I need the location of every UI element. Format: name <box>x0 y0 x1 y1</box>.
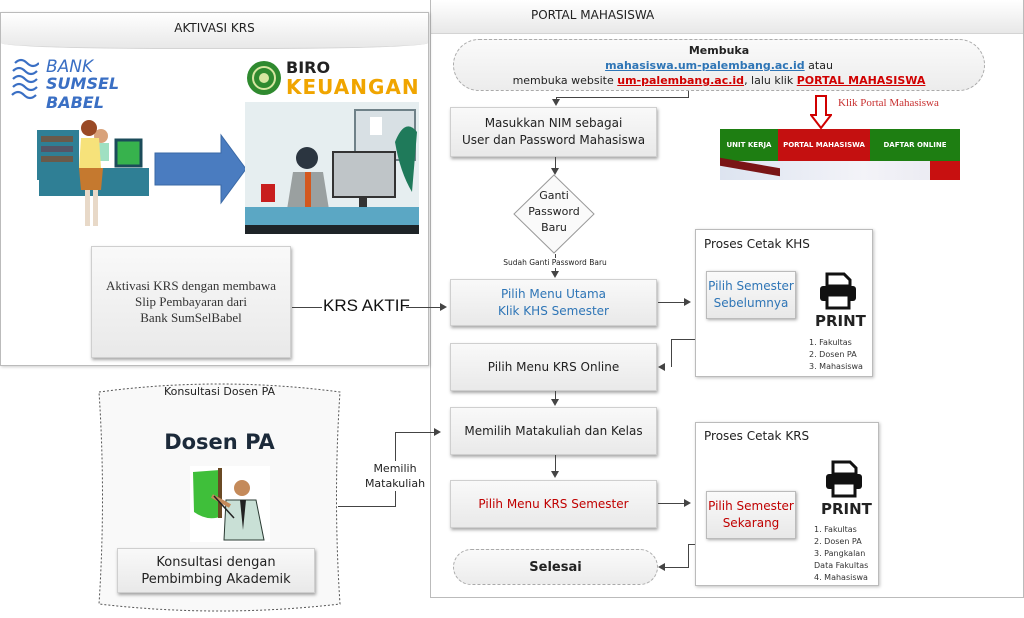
step-krs-online-label: Pilih Menu KRS Online <box>487 359 620 374</box>
choice-khs-line2: Sebelumnya <box>713 296 789 310</box>
start-text-prefix: membuka website <box>512 74 618 87</box>
copy-item: 4. Mahasiswa <box>814 573 868 582</box>
website-menu-bar: UNIT KERJA PORTAL MAHASISWA DAFTAR ONLIN… <box>720 129 960 161</box>
step-aktivasi-krs: Aktivasi KRS dengan membawa Slip Pembaya… <box>91 246 291 358</box>
bank-logo-line1: BANK <box>46 57 94 77</box>
step-khs-line2: Klik KHS Semester <box>498 303 609 318</box>
end-terminal: Selesai <box>453 549 658 585</box>
down-arrow-icon <box>808 95 834 130</box>
university-seal-icon <box>247 61 281 95</box>
copy-item: Data Fakultas <box>814 561 869 570</box>
copy-item: 2. Dosen PA <box>814 537 862 546</box>
decision-yes-label: Sudah Ganti Password Baru <box>503 258 607 267</box>
copy-item: 3. Pangkalan <box>814 549 866 558</box>
bank-wave-icon <box>11 58 39 100</box>
decision-line1: Ganti <box>539 189 569 202</box>
print-label-krs: PRINT <box>821 500 872 518</box>
bank-logo-line2: SUMSEL BABEL <box>46 74 120 112</box>
menu-unit-kerja[interactable]: UNIT KERJA <box>720 129 778 161</box>
start-terminal: Membuka mahasiswa.um-palembang.ac.id ata… <box>453 39 985 91</box>
portal-mahasiswa-link[interactable]: PORTAL MAHASISWA <box>796 74 926 87</box>
printer-icon <box>818 272 858 314</box>
step-khs-semester: Pilih Menu Utama Klik KHS Semester <box>450 279 657 326</box>
portal-panel-title: PORTAL MAHASISWA <box>531 8 655 22</box>
aktivasi-krs-panel: AKTIVASI KRS BANK SUMSEL BABEL BIRO KEUA… <box>0 12 429 366</box>
lecturer-illustration <box>190 466 270 542</box>
decision-line3: Baru <box>541 221 567 234</box>
choice-krs-line2: Sekarang <box>722 516 780 530</box>
konsultasi-dosen-pa-panel: Konsultasi Dosen PA Dosen PA Konsultasi … <box>97 382 342 612</box>
konsultasi-line2: Pembimbing Akademik <box>141 571 291 587</box>
website-banner <box>720 157 960 180</box>
step-krs-semester: Pilih Menu KRS Semester <box>450 480 657 528</box>
step-krs-online: Pilih Menu KRS Online <box>450 343 657 391</box>
print-copies-krs: 1. Fakultas 2. Dosen PA 3. Pangkalan Dat… <box>814 524 868 584</box>
step-pilih-matakuliah: Memilih Matakuliah dan Kelas <box>450 407 657 455</box>
screenshot-hint: Klik Portal Mahasiswa <box>838 97 939 109</box>
flow-arrow-icon <box>153 133 248 205</box>
memilih-matakuliah-label: Memilih Matakuliah <box>360 461 430 491</box>
printer-icon <box>824 460 864 502</box>
aktivasi-panel-header: AKTIVASI KRS <box>1 13 428 49</box>
cetak-krs-panel: Proses Cetak KRS Pilih Semester Sekarang… <box>695 422 879 586</box>
krs-aktif-label: KRS AKTIF <box>323 296 410 315</box>
choice-khs-line1: Pilih Semester <box>708 279 794 293</box>
step-login: Masukkan NIM sebagai User dan Password M… <box>450 107 657 157</box>
print-copies-khs: 1. Fakultas 2. Dosen PA 3. Mahasiswa <box>809 337 863 373</box>
website-link[interactable]: um-palembang.ac.id <box>617 74 745 87</box>
step-login-line2: User dan Password Mahasiswa <box>461 133 646 147</box>
decision-line2: Password <box>528 205 580 218</box>
portal-link-mahasiswa[interactable]: mahasiswa.um-palembang.ac.id <box>605 59 805 72</box>
step-konsultasi: Konsultasi dengan Pembimbing Akademik <box>117 548 315 593</box>
print-label-khs: PRINT <box>815 312 866 330</box>
copy-item: 3. Mahasiswa <box>809 362 863 371</box>
bank-teller-illustration <box>31 108 156 233</box>
copy-item: 2. Dosen PA <box>809 350 857 359</box>
bank-sumsel-babel-logo: BANK SUMSEL BABEL <box>11 55 181 112</box>
biro-keuangan-logo: BIRO KEUANGAN <box>246 58 426 103</box>
step-khs-line1: Pilih Menu Utama <box>500 286 607 301</box>
cetak-khs-panel: Proses Cetak KHS Pilih Semester Sebelumn… <box>695 229 873 377</box>
aktivasi-line1: Aktivasi KRS dengan membawa <box>105 278 277 293</box>
cetak-krs-title: Proses Cetak KRS <box>704 429 810 443</box>
choice-semester-sekarang: Pilih Semester Sekarang <box>706 491 796 539</box>
start-text-atau: atau <box>804 59 833 72</box>
step-krs-semester-label: Pilih Menu KRS Semester <box>478 496 629 511</box>
konsultasi-line1: Konsultasi dengan <box>156 554 276 570</box>
biro-logo-line1: BIRO <box>286 58 331 77</box>
step-login-line1: Masukkan NIM sebagai <box>484 116 623 130</box>
edge-label-line2: Matakuliah <box>364 477 426 490</box>
choice-semester-sebelumnya: Pilih Semester Sebelumnya <box>706 271 796 319</box>
aktivasi-line2: Slip Pembayaran dari <box>135 294 247 309</box>
choice-krs-line1: Pilih Semester <box>708 499 794 513</box>
cetak-khs-title: Proses Cetak KHS <box>704 237 810 251</box>
step-matakuliah-label: Memilih Matakuliah dan Kelas <box>464 423 643 438</box>
website-screenshot: Klik Portal Mahasiswa UNIT KERJA PORTAL … <box>720 93 960 180</box>
start-text-mid: , lalu klik <box>744 74 797 87</box>
copy-item: 1. Fakultas <box>809 338 852 347</box>
dosen-pa-heading: Dosen PA <box>164 430 275 454</box>
office-illustration <box>245 102 419 234</box>
portal-panel-header: PORTAL MAHASISWA <box>431 0 1023 34</box>
menu-portal-mahasiswa[interactable]: PORTAL MAHASISWA <box>778 129 870 161</box>
end-label: Selesai <box>529 559 582 575</box>
decision-ganti-password: Ganti Password Baru <box>513 174 595 254</box>
copy-item: 1. Fakultas <box>814 525 857 534</box>
menu-daftar-online[interactable]: DAFTAR ONLINE <box>870 129 960 161</box>
edge-label-line1: Memilih <box>373 462 417 475</box>
biro-logo-line2: KEUANGAN <box>286 75 420 99</box>
aktivasi-panel-title: AKTIVASI KRS <box>174 21 255 35</box>
aktivasi-line3: Bank SumSelBabel <box>140 310 242 325</box>
start-heading: Membuka <box>688 44 750 57</box>
konsultasi-title: Konsultasi Dosen PA <box>163 385 276 398</box>
